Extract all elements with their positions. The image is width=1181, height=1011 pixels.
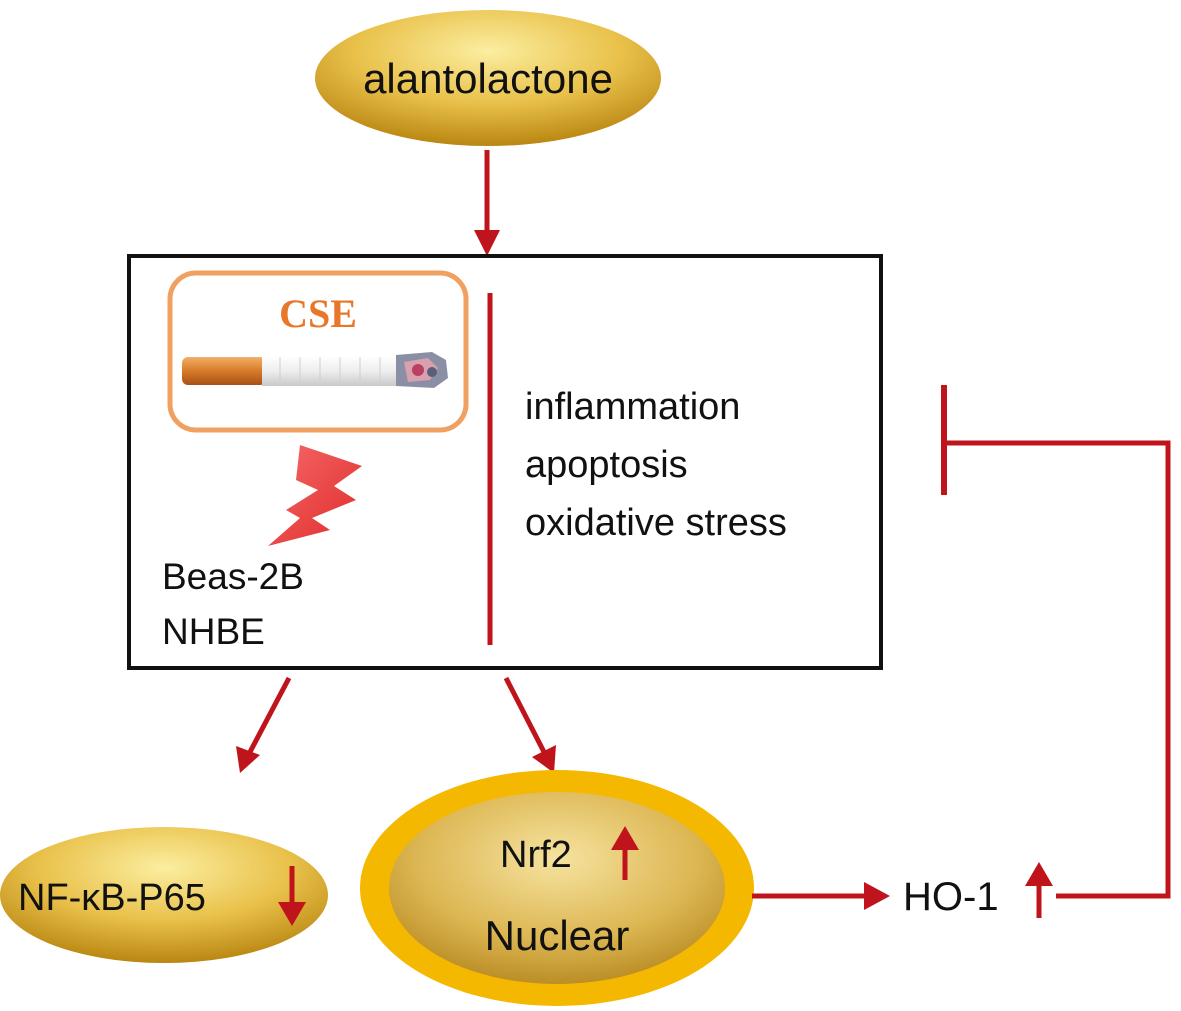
inhibition-feedback-line: [941, 385, 1171, 899]
ho1-node: HO-1: [903, 862, 1053, 919]
nfkb-node: NF-κB-P65: [0, 827, 328, 963]
cse-panel: CSE: [167, 270, 469, 433]
cigarette-icon: [182, 352, 448, 388]
effect-apoptosis: apoptosis: [525, 444, 688, 486]
nuclear-node: Nrf2 Nuclear: [360, 770, 754, 1006]
cell-line-nhbe: NHBE: [162, 611, 265, 652]
cell-model-box: [127, 254, 883, 670]
ho1-label: HO-1: [903, 875, 999, 919]
nuclear-label: Nuclear: [485, 912, 630, 959]
arrow-alantolactone-to-box: [474, 150, 500, 256]
down-arrow-icon: [278, 866, 306, 926]
alantolactone-node: alantolactone: [315, 10, 661, 146]
effect-oxidative-stress: oxidative stress: [525, 502, 787, 544]
cse-label: CSE: [279, 291, 357, 336]
nfkb-label: NF-κB-P65: [18, 877, 206, 919]
effect-inflammation: inflammation: [525, 386, 740, 428]
lightning-bolt-icon: [268, 445, 362, 546]
alantolactone-label: alantolactone: [363, 55, 613, 102]
arrow-box-to-nrf2: [503, 676, 556, 773]
arrow-box-to-nfkb: [236, 676, 292, 773]
up-arrow-icon: [1025, 862, 1053, 918]
arrow-nuclear-to-ho1: [752, 882, 890, 910]
cell-line-beas2b: Beas-2B: [162, 556, 304, 597]
nrf2-label: Nrf2: [500, 834, 572, 876]
up-arrow-icon: [611, 826, 639, 880]
